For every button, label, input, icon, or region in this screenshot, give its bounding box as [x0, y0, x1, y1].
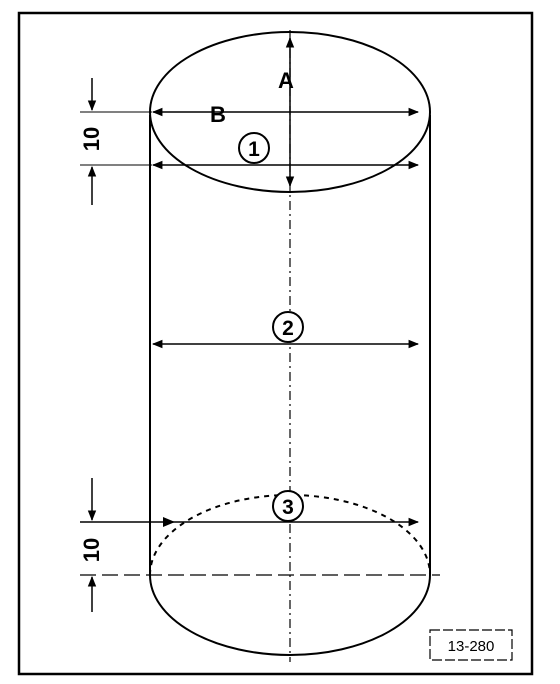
point-2-marker: 2 — [272, 311, 304, 343]
figure-reference-label: 13-280 — [448, 638, 495, 655]
point-3-marker: 3 — [272, 490, 304, 522]
label-b: B — [210, 102, 226, 127]
point-1-label: 1 — [248, 138, 260, 161]
arrowhead-3-left — [163, 517, 175, 527]
label-a: A — [278, 68, 294, 93]
bottom-ellipse-back-dashed — [149, 494, 431, 576]
point-2-label: 2 — [282, 317, 294, 340]
dimension-bottom-label: 10 — [79, 538, 104, 562]
dimension-top-label: 10 — [79, 127, 104, 151]
figure-reference: 13-280 — [429, 629, 513, 661]
point-3-label: 3 — [282, 496, 294, 519]
point-1-marker: 1 — [238, 132, 270, 164]
figure-frame — [17, 11, 534, 676]
bottom-ellipse-front — [149, 574, 431, 656]
